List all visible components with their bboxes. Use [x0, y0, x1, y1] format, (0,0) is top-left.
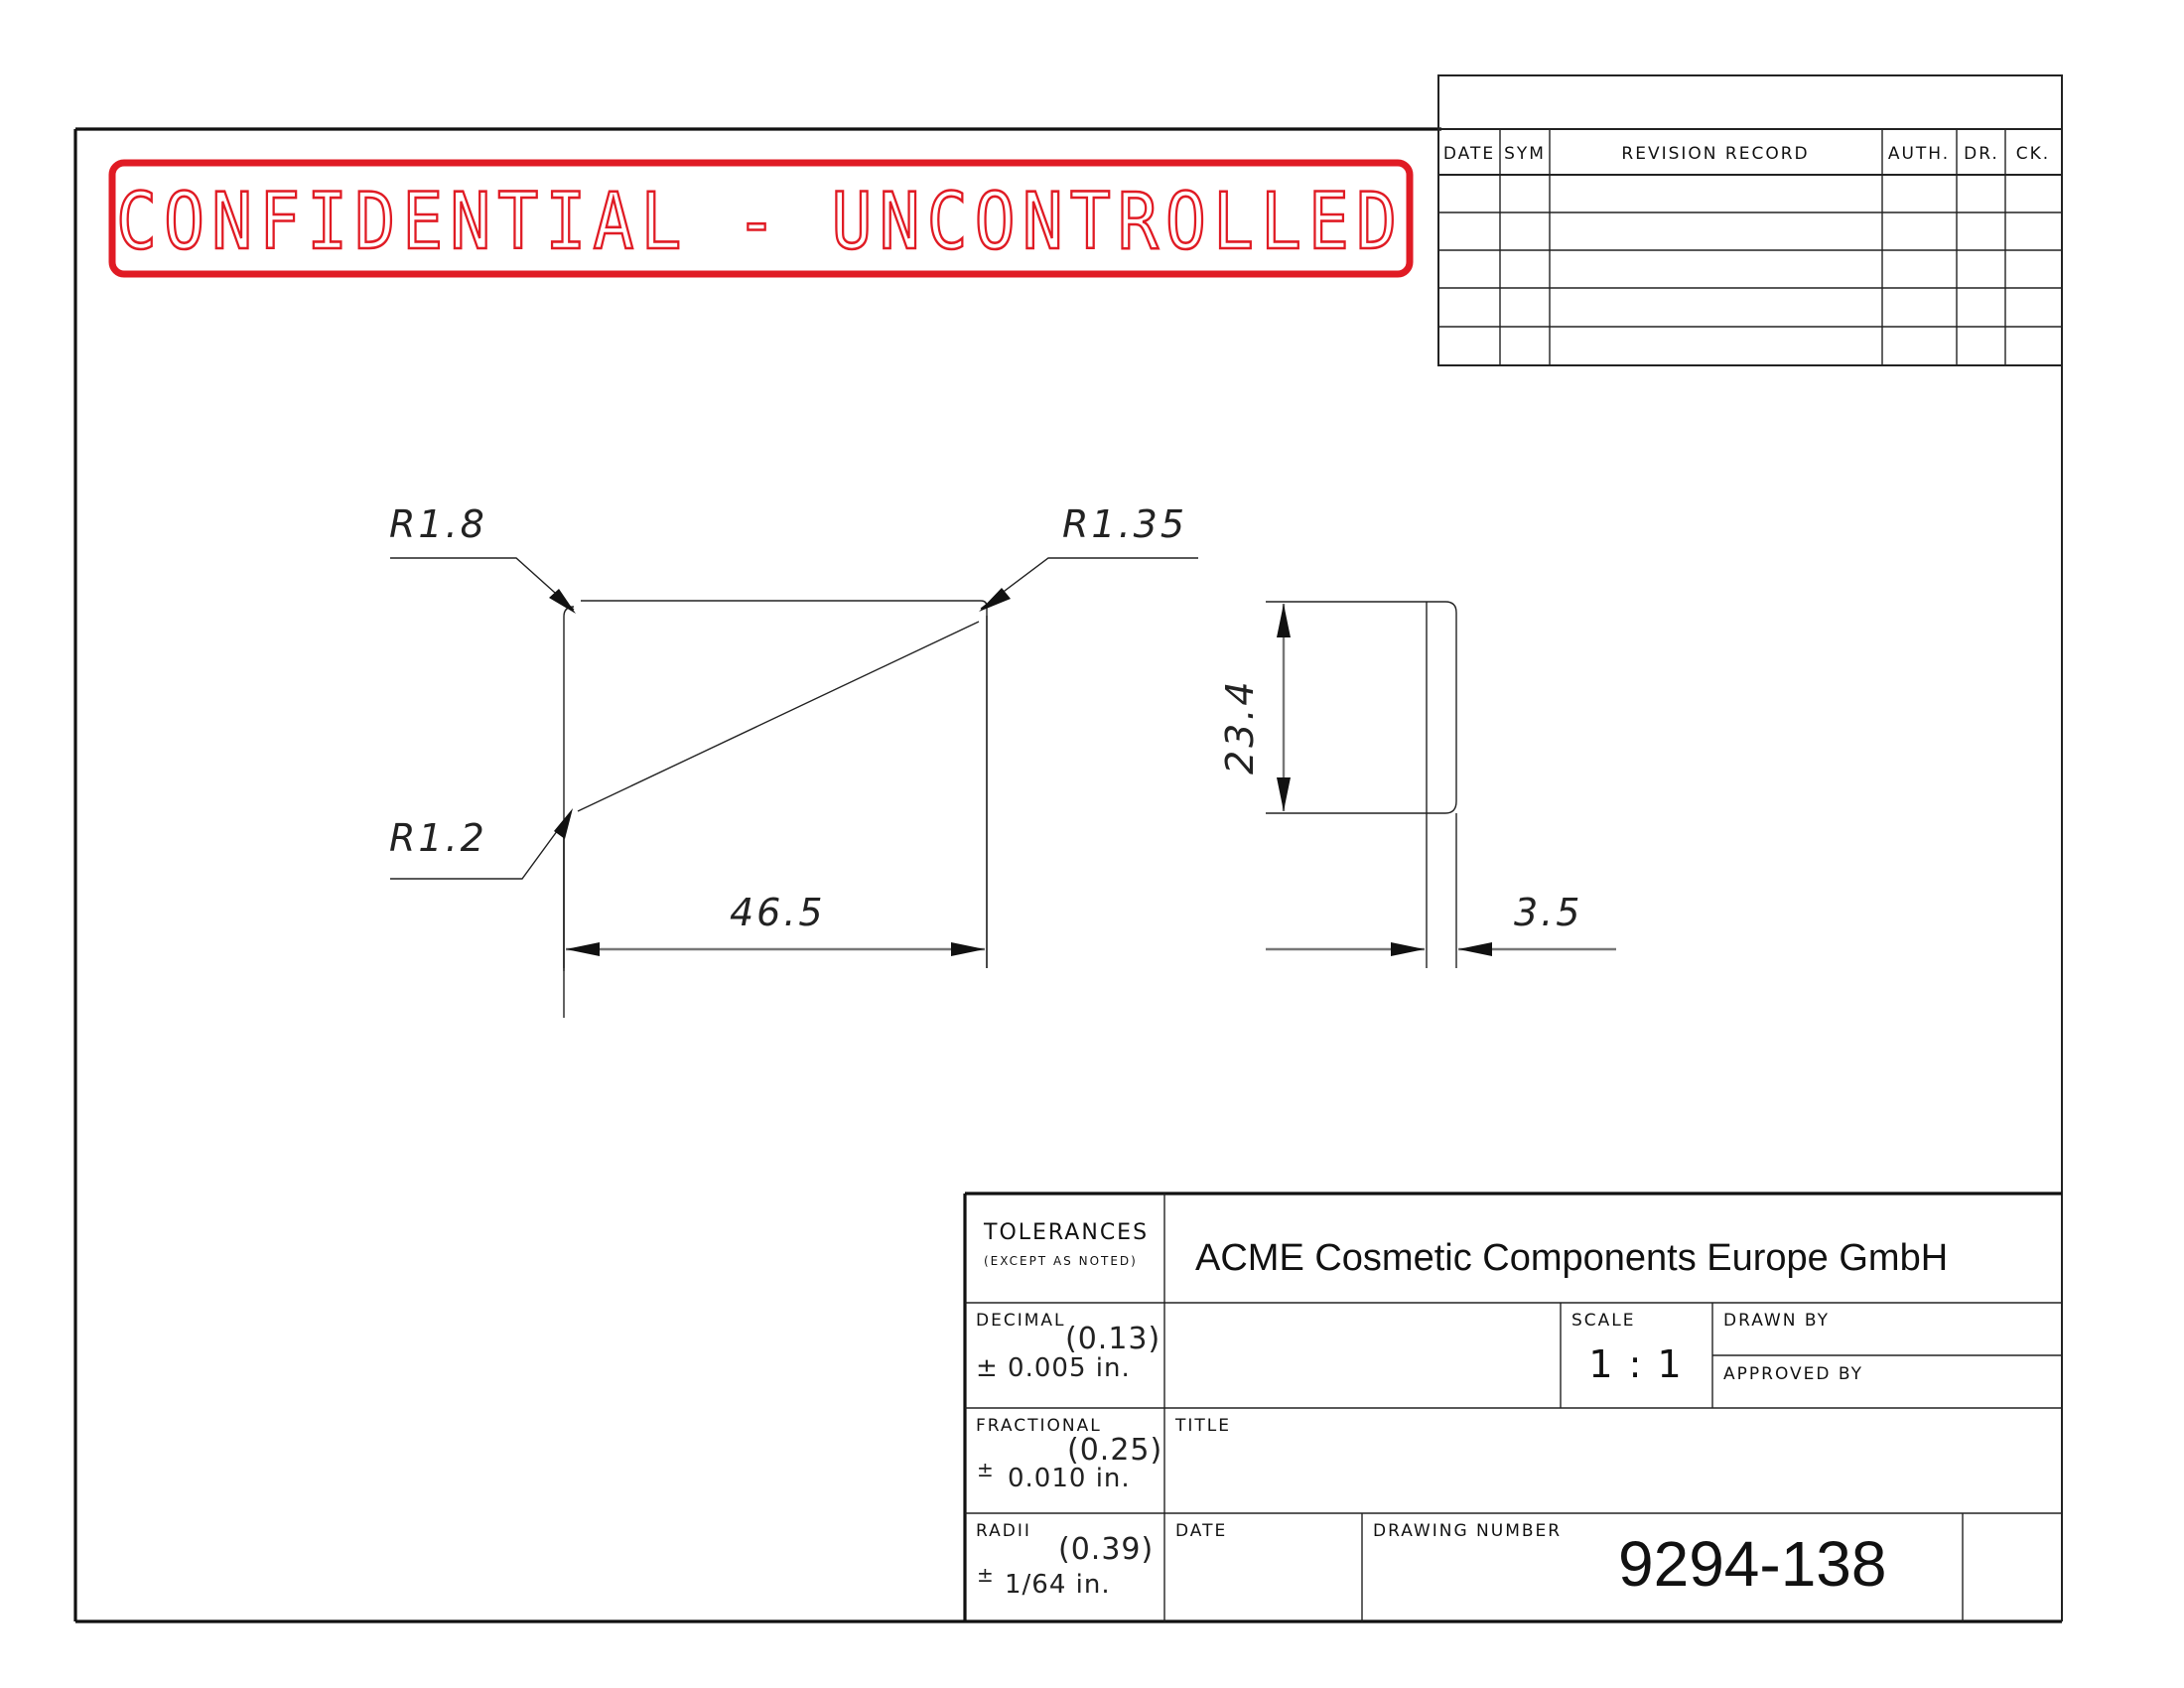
drawn-by-label: DRAWN BY	[1723, 1311, 1830, 1331]
dimension-width: 46.5	[566, 891, 985, 956]
fractional-metric: (0.25)	[1067, 1433, 1162, 1468]
scale-label: SCALE	[1571, 1311, 1636, 1331]
radii-label: RADII	[976, 1521, 1031, 1541]
scale-value: 1 : 1	[1588, 1342, 1683, 1386]
dimension-thickness: 3.5	[1266, 891, 1616, 956]
dimension-height: 23.4	[1218, 604, 1291, 811]
radius-bottom-left-label: R1.2	[389, 816, 487, 860]
width-dimension-label: 46.5	[730, 891, 826, 934]
rev-header-sym: SYM	[1504, 144, 1546, 164]
approved-by-label: APPROVED BY	[1723, 1364, 1863, 1384]
radii-pm: ±	[977, 1563, 995, 1587]
confidential-stamp: CONFIDENTIAL - UNCONTROLLED	[108, 159, 1414, 278]
rev-header-dr: DR.	[1964, 144, 1999, 164]
rev-header-auth: AUTH.	[1888, 144, 1950, 164]
radius-top-right-label: R1.35	[1062, 502, 1187, 546]
revision-block: DATE SYM REVISION RECORD AUTH. DR. CK.	[1437, 74, 2063, 366]
leader-r1-8: R1.8	[389, 502, 576, 614]
part-side-view	[1266, 601, 1457, 968]
part-front-view	[563, 600, 988, 1018]
rev-header-record: REVISION RECORD	[1621, 144, 1809, 164]
radii-value: 1/64 in.	[1005, 1570, 1111, 1600]
fractional-pm: ±	[977, 1458, 995, 1481]
drawing-number-label: DRAWING NUMBER	[1373, 1521, 1562, 1541]
tolerances-label: TOLERANCES	[983, 1220, 1149, 1245]
rev-header-date: DATE	[1443, 144, 1495, 164]
except-label: (EXCEPT AS NOTED)	[984, 1254, 1138, 1268]
radii-metric: (0.39)	[1058, 1532, 1154, 1567]
company-name: ACME Cosmetic Components Europe GmbH	[1195, 1237, 1948, 1279]
thickness-dimension-label: 3.5	[1514, 891, 1582, 934]
leader-r1-2: R1.2	[389, 808, 573, 880]
decimal-value: ± 0.005 in.	[976, 1353, 1131, 1383]
fractional-label: FRACTIONAL	[976, 1416, 1102, 1436]
title-block: TOLERANCES (EXCEPT AS NOTED) ACME Cosmet…	[963, 1192, 2062, 1621]
date-label: DATE	[1175, 1521, 1227, 1541]
fractional-value: 0.010 in.	[1008, 1464, 1131, 1493]
leader-r1-35: R1.35	[979, 502, 1198, 612]
height-dimension-label: 23.4	[1218, 678, 1262, 774]
title-label: TITLE	[1174, 1416, 1231, 1436]
radius-top-left-label: R1.8	[389, 502, 487, 546]
sheet-border	[73, 75, 2063, 1623]
decimal-metric: (0.13)	[1065, 1322, 1160, 1356]
rev-header-ck: CK.	[2016, 144, 2050, 164]
drawing-number: 9294-138	[1618, 1528, 1886, 1600]
decimal-label: DECIMAL	[976, 1311, 1065, 1331]
confidential-stamp-text: CONFIDENTIAL - UNCONTROLLED	[116, 178, 1404, 267]
